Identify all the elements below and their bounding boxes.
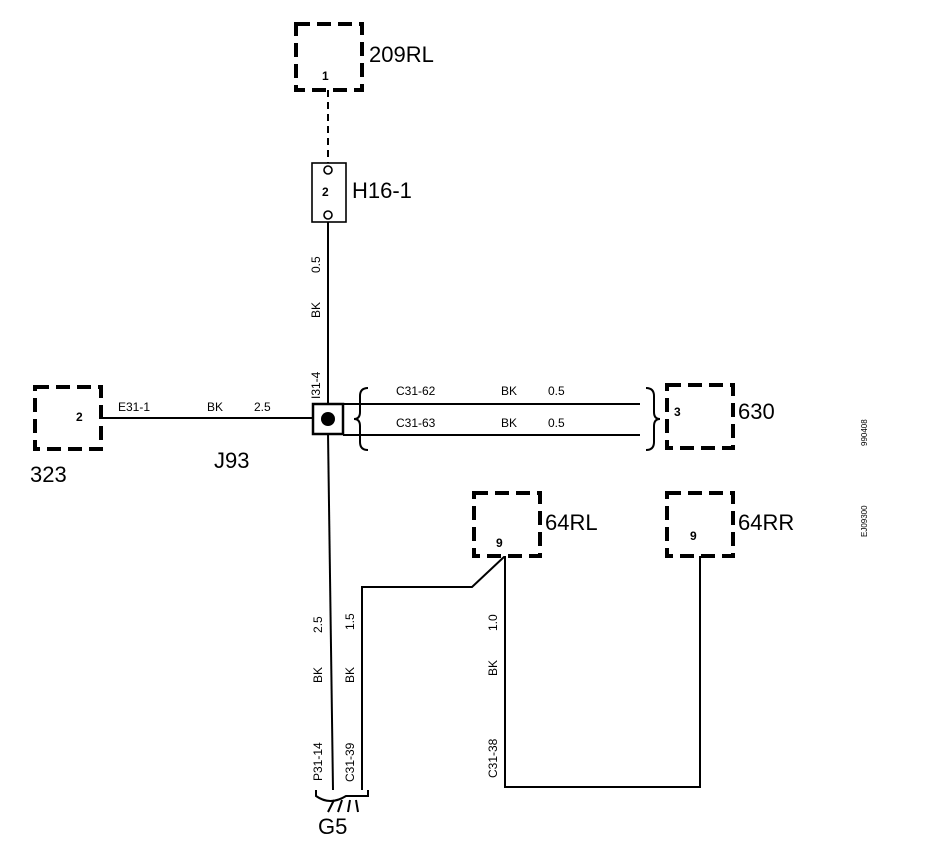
pin-label: 2: [322, 185, 329, 199]
wire-j93-g5: [327, 432, 334, 791]
connector-64rl: 9 64RL: [472, 491, 598, 558]
wire-630b-size: 0.5: [548, 416, 565, 430]
wire-64rl-g5: [361, 555, 506, 790]
wire-323-color: BK: [207, 400, 223, 414]
connector-323: 2 323: [30, 385, 103, 487]
connector-name: 209RL: [369, 42, 434, 67]
junction-name: J93: [214, 448, 249, 473]
connector-209rl: 1 209RL: [294, 22, 434, 92]
side-code-1: 990408: [860, 419, 869, 446]
wire-630a-conn: C31-62: [396, 384, 436, 398]
side-code-2: EJ09300: [860, 505, 869, 537]
wire-j93-top-conn: I31-4: [309, 371, 323, 399]
bracket-right: [645, 387, 661, 451]
connector-630: 3 630: [665, 383, 775, 450]
wire-323-conn: E31-1: [118, 400, 150, 414]
wire-g5-64rl-size: 1.5: [343, 613, 357, 630]
wire-g5-main-conn: P31-14: [311, 742, 325, 781]
wire-g5-64rl-color: BK: [343, 667, 357, 683]
pin-label: 2: [76, 410, 83, 424]
connector-name: 64RR: [738, 510, 794, 535]
wire-g5-main-size: 2.5: [311, 616, 325, 633]
wire-64rr-conn: C31-38: [486, 738, 500, 778]
wire-630b-conn: C31-63: [396, 416, 436, 430]
connector-64rr: 9 64RR: [665, 491, 794, 558]
wire-630a-color: BK: [501, 384, 517, 398]
wire-323-size: 2.5: [254, 400, 271, 414]
pin-label: 9: [496, 536, 503, 550]
wire-h16-size: 0.5: [309, 256, 323, 273]
junction-j93: J93: [214, 402, 345, 473]
connector-name: 64RL: [545, 510, 598, 535]
wire-g5-64rl-conn: C31-39: [343, 742, 357, 782]
pin-label: 9: [690, 529, 697, 543]
pin-label: 1: [322, 69, 329, 83]
wire-630a-size: 0.5: [548, 384, 565, 398]
wire-64rl-64rr: [504, 556, 701, 788]
ground-name: G5: [318, 814, 347, 839]
wire-h16-color: BK: [309, 302, 323, 318]
connector-name: H16-1: [352, 178, 412, 203]
wire-g5-main-color: BK: [311, 667, 325, 683]
connector-h16-1: 2 H16-1: [311, 162, 412, 223]
wire-64rr-color: BK: [486, 660, 500, 676]
ground-g5: G5: [318, 799, 359, 839]
bracket-left: [353, 387, 369, 451]
wire-64rr-size: 1.0: [486, 614, 500, 631]
connector-name: 323: [30, 462, 67, 487]
ground-bundle: [315, 790, 369, 802]
connector-name: 630: [738, 399, 775, 424]
wire-630b-color: BK: [501, 416, 517, 430]
pin-label: 3: [674, 405, 681, 419]
